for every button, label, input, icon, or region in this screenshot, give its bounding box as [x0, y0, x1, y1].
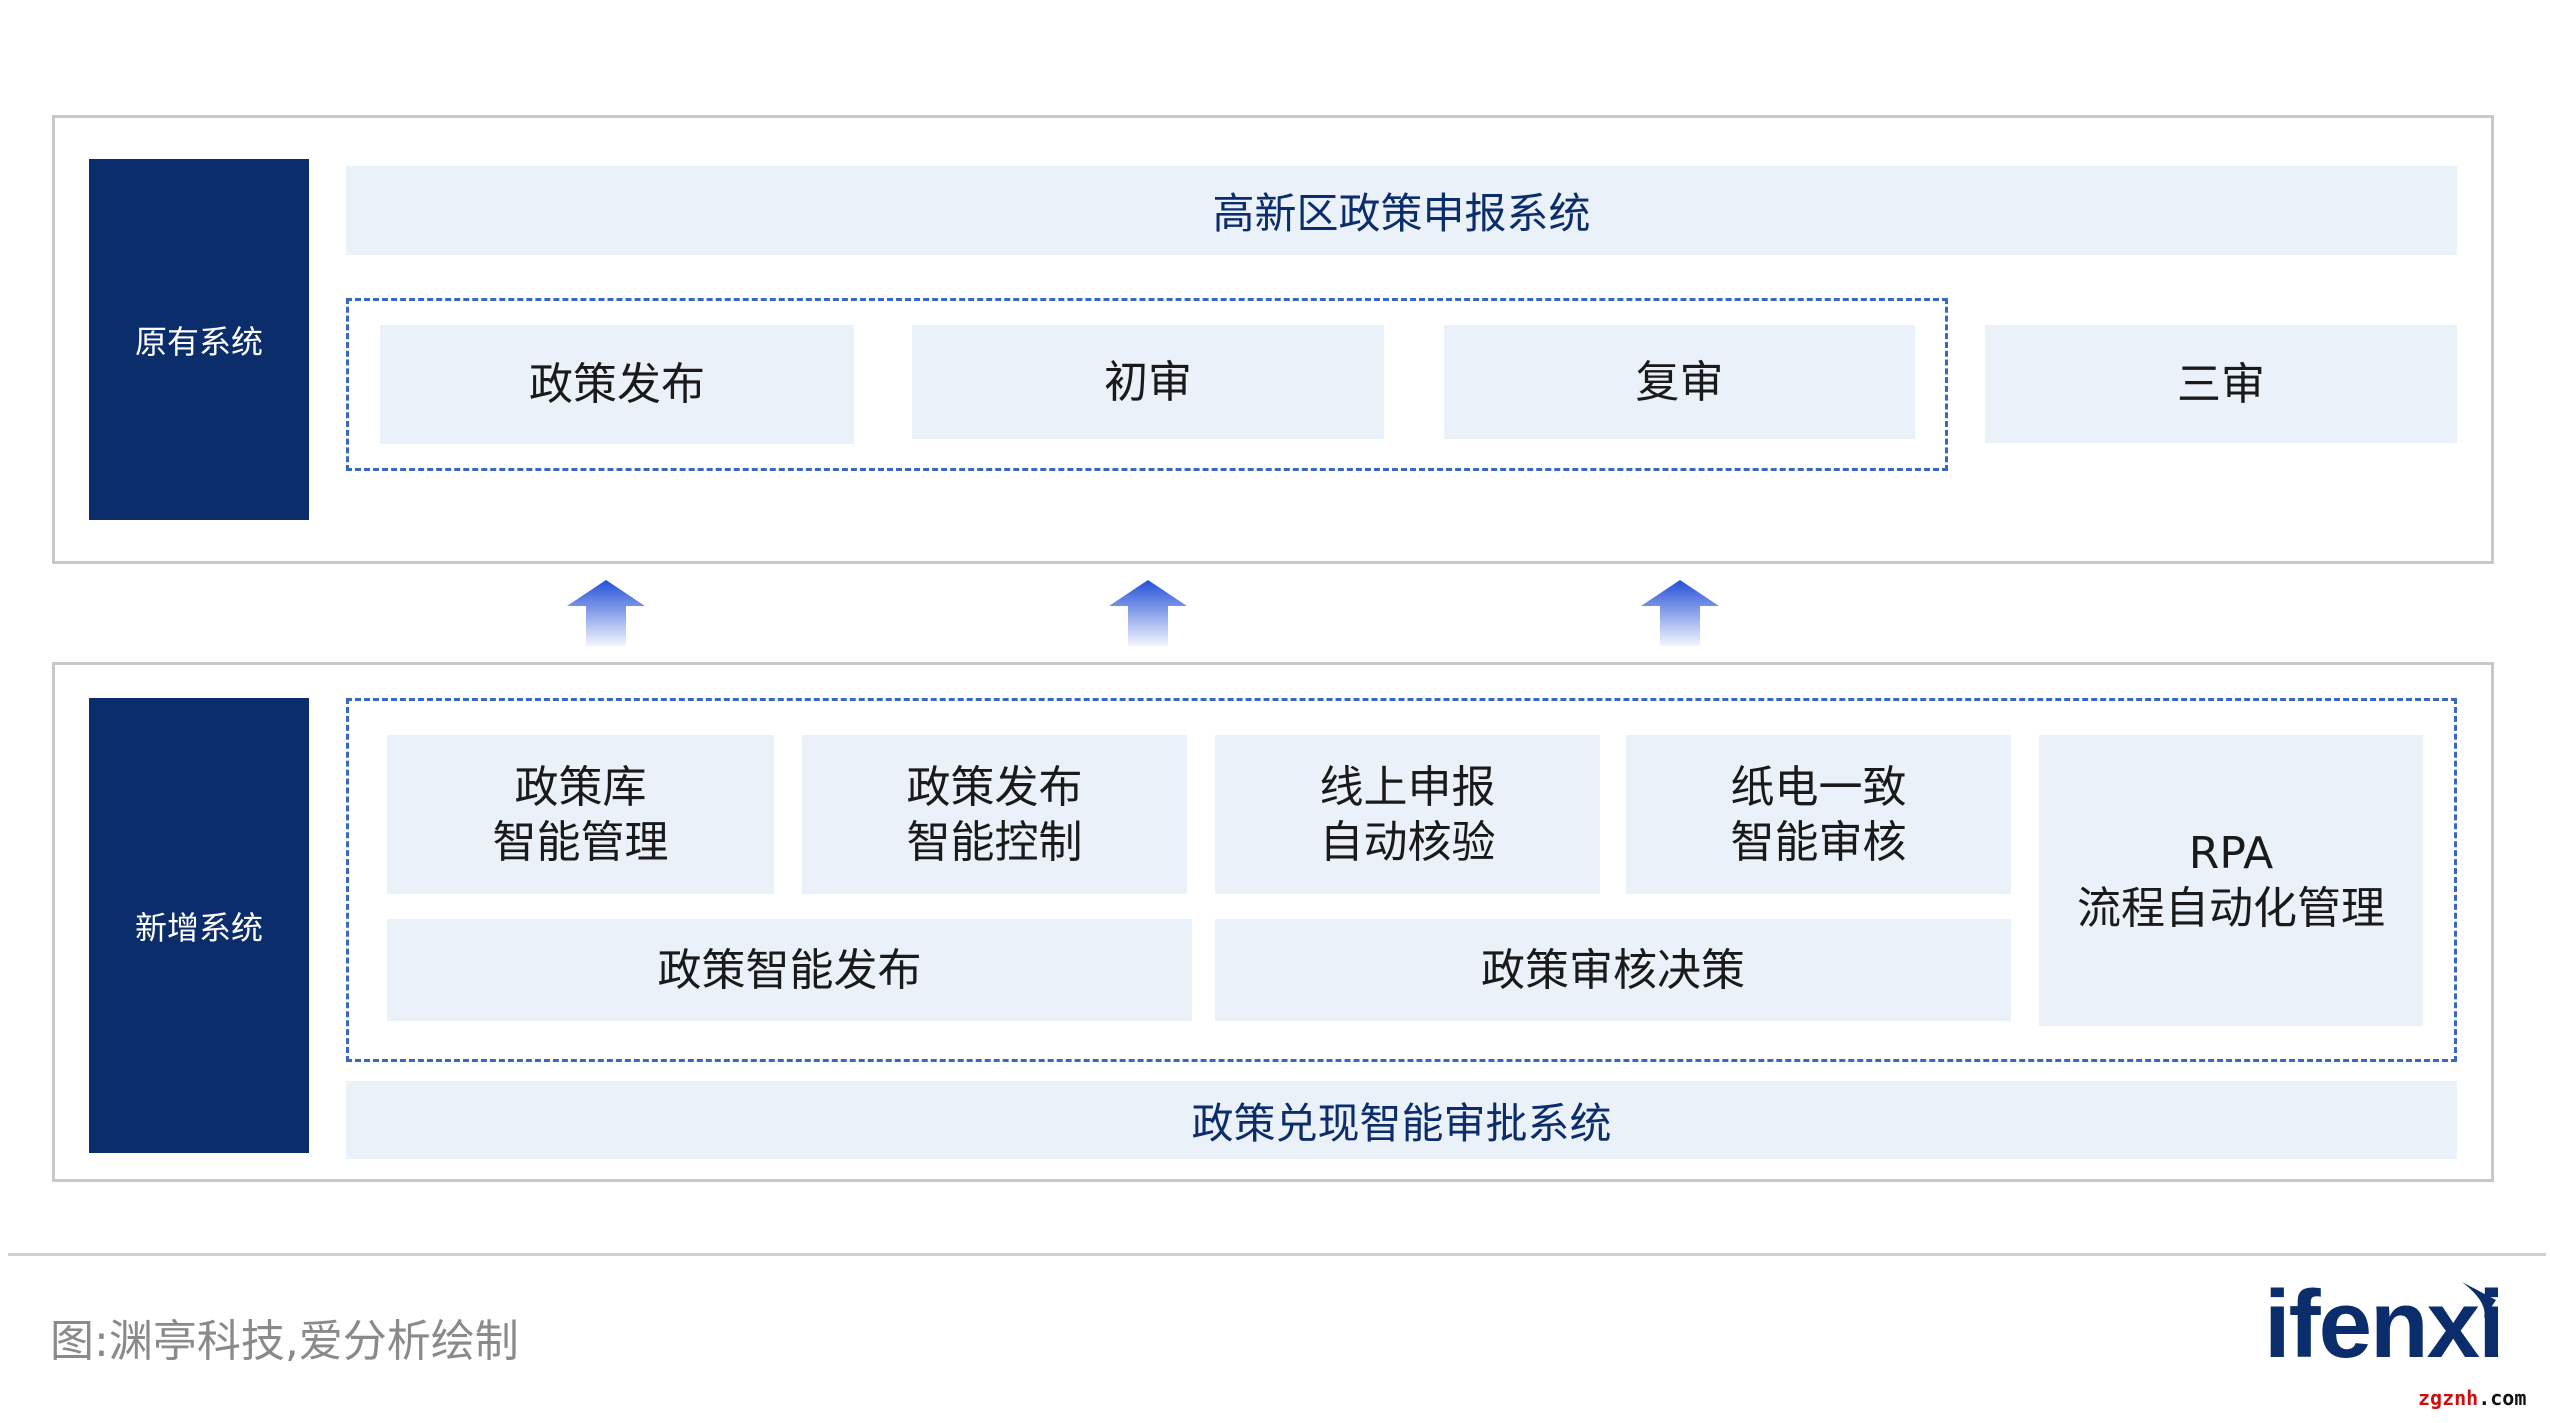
original-system-frame — [52, 115, 2494, 564]
original-system-label: 原有系统 — [89, 159, 309, 520]
new-dashed-group — [346, 698, 2457, 1062]
module-line: 智能审核 — [1730, 816, 1907, 868]
module-publish-control: 政策发布智能控制 — [802, 735, 1187, 894]
logo-text: ifenxi — [2264, 1271, 2505, 1378]
module-line: 智能控制 — [906, 816, 1083, 868]
module-line: 政策发布 — [906, 761, 1083, 813]
new-system-label: 新增系统 — [89, 698, 309, 1153]
divider — [8, 1253, 2546, 1256]
logo-swoosh-icon — [2462, 1282, 2496, 1318]
module-line: 流程自动化管理 — [2077, 882, 2385, 934]
step-first-review: 初审 — [912, 325, 1384, 439]
module-line: 政策库 — [514, 761, 647, 813]
module-review-decision: 政策审核决策 — [1215, 919, 2011, 1021]
module-line: 自动核验 — [1319, 816, 1496, 868]
original-system-title: 高新区政策申报系统 — [346, 166, 2457, 255]
up-arrow-icon — [1109, 580, 1187, 646]
module-line: 纸电一致 — [1730, 761, 1907, 813]
module-line: 智能管理 — [492, 816, 669, 868]
original-dashed-group — [346, 298, 1948, 471]
up-arrow-icon — [567, 580, 645, 646]
new-system-title: 政策兑现智能审批系统 — [346, 1081, 2457, 1159]
module-smart-publish: 政策智能发布 — [387, 919, 1192, 1021]
module-policy-library: 政策库智能管理 — [387, 735, 774, 894]
ifenxi-logo: ifenxi — [2264, 1270, 2505, 1380]
step-policy-publish: 政策发布 — [380, 325, 854, 444]
step-second-review: 复审 — [1444, 325, 1915, 439]
watermark-text: zgznh — [2418, 1386, 2479, 1410]
module-paper-electronic: 纸电一致智能审核 — [1626, 735, 2011, 894]
up-arrow-icon — [1641, 580, 1719, 646]
module-online-apply: 线上申报自动核验 — [1215, 735, 1600, 894]
module-line: RPA — [2188, 827, 2274, 879]
watermark: zgznh.com — [2418, 1386, 2526, 1410]
watermark-suffix: .com — [2478, 1386, 2527, 1410]
caption: 图:渊亭科技,爱分析绘制 — [50, 1316, 519, 1367]
step-third-review: 三审 — [1985, 325, 2457, 443]
new-system-frame — [52, 662, 2494, 1182]
module-line: 线上申报 — [1319, 761, 1496, 813]
